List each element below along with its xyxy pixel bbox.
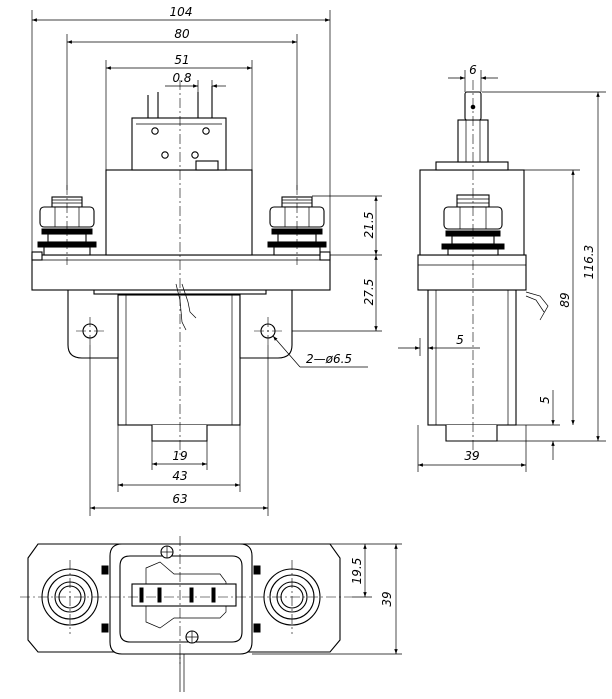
dim-0-8-label: 0.8 — [172, 71, 191, 85]
front-housing — [105, 169, 253, 256]
dim-51-label: 51 — [174, 53, 189, 67]
side-dimensions: 6 116.3 89 5 5 39 — [398, 63, 606, 472]
side-bottom-boss — [445, 425, 498, 442]
front-left-ear — [67, 289, 119, 359]
dim-hole-callout-label: 2—ø6.5 — [306, 352, 352, 366]
dim-27-5-label: 27.5 — [362, 279, 376, 306]
front-connector — [131, 117, 227, 171]
front-lead-wire — [175, 283, 197, 331]
dim-89-label: 89 — [558, 292, 572, 307]
bottom-view — [20, 536, 352, 692]
front-coil-body — [117, 294, 241, 426]
dim-19-5-label: 19.5 — [350, 558, 364, 585]
dim-5-left-label: 5 — [456, 333, 464, 347]
bottom-connector — [131, 583, 237, 607]
dim-63-label: 63 — [172, 492, 187, 506]
dim-5-bottom-label: 5 — [538, 396, 552, 404]
dim-6-label: 6 — [469, 63, 477, 77]
bottom-dimensions: 19.5 39 — [252, 543, 402, 655]
side-lead-wire — [525, 291, 549, 321]
dim-21-5-label: 21.5 — [362, 212, 376, 239]
dim-39-bottom-label: 39 — [380, 591, 394, 606]
dim-80-label: 80 — [174, 27, 190, 41]
dim-19-label: 19 — [172, 449, 187, 463]
dim-104-label: 104 — [170, 5, 193, 19]
bottom-connector-outline — [145, 561, 227, 629]
dim-39-side-label: 39 — [464, 449, 479, 463]
side-view — [417, 80, 549, 455]
front-dimensions: 104 80 51 0.8 21.5 27.5 2—ø6.5 19 — [31, 5, 382, 516]
dim-116-3-label: 116.3 — [582, 245, 596, 279]
side-coil-body — [427, 289, 517, 426]
side-base-plate — [417, 254, 527, 291]
front-view — [31, 80, 331, 455]
front-bottom-boss — [151, 425, 208, 442]
dim-43-label: 43 — [172, 469, 187, 483]
front-base-plate — [31, 254, 331, 291]
